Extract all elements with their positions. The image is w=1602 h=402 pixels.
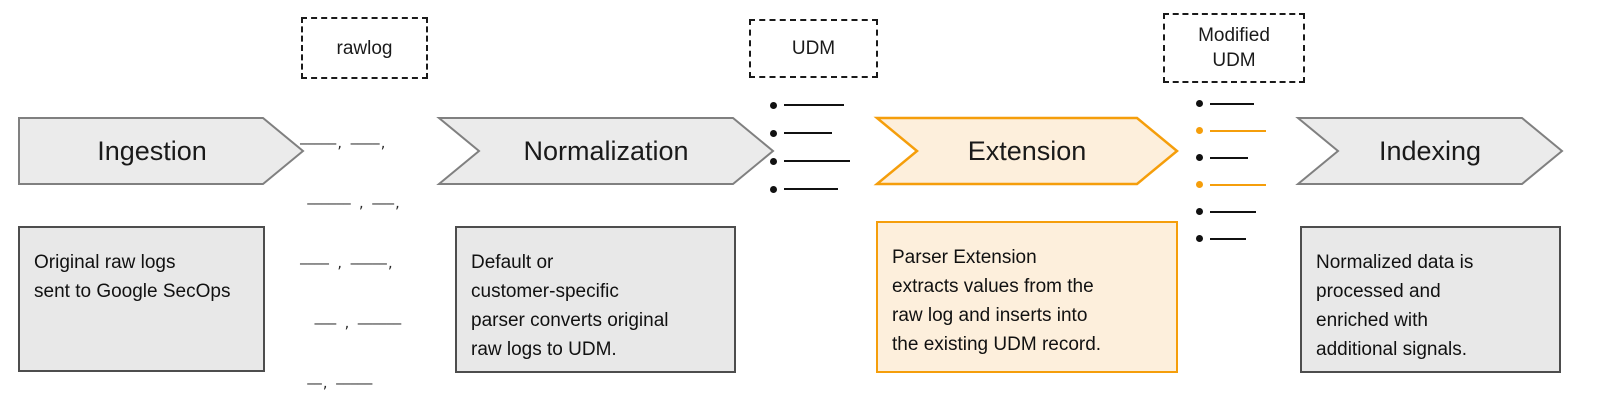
udm-field-row bbox=[770, 175, 850, 203]
modified-udm-field-row bbox=[1196, 225, 1266, 252]
udm-field-row bbox=[770, 147, 850, 175]
description-box-normalization: Default or customer-specific parser conv… bbox=[455, 226, 736, 373]
bullet-line bbox=[1210, 210, 1256, 213]
stage-label-normalization: Normalization bbox=[523, 136, 688, 166]
rawlog-lines: ─────, ────, ────── , ───, ──── , ─────,… bbox=[300, 94, 401, 402]
bullet-dot bbox=[770, 157, 777, 165]
modified-udm-field-list bbox=[1196, 90, 1266, 252]
bullet-dot bbox=[1196, 154, 1203, 161]
udm-field-list bbox=[770, 91, 850, 203]
artifact-label-modified-udm: Modified UDM bbox=[1198, 25, 1270, 71]
artifact-box-modified-udm: Modified UDM bbox=[1163, 13, 1305, 83]
stage-arrow-normalization: Normalization bbox=[436, 117, 775, 185]
bullet-dot bbox=[1196, 127, 1203, 134]
description-box-indexing: Normalized data is processed and enriche… bbox=[1300, 226, 1561, 373]
modified-udm-field-row bbox=[1196, 198, 1266, 225]
stage-arrow-indexing: Indexing bbox=[1295, 117, 1564, 185]
udm-field-row bbox=[770, 91, 850, 119]
udm-field-row bbox=[770, 119, 850, 147]
bullet-line bbox=[1210, 183, 1266, 186]
rawlog-line: ─────, ────, bbox=[300, 137, 387, 151]
artifact-box-rawlog: rawlog bbox=[301, 17, 428, 79]
modified-udm-field-row bbox=[1196, 90, 1266, 117]
stage-label-ingestion: Ingestion bbox=[97, 136, 207, 166]
modified-udm-field-row bbox=[1196, 144, 1266, 171]
stage-arrow-ingestion: Ingestion bbox=[18, 117, 305, 185]
stage-label-indexing: Indexing bbox=[1379, 136, 1481, 166]
normalization-arrow-shape bbox=[436, 117, 775, 185]
bullet-line bbox=[784, 132, 832, 134]
bullet-line bbox=[1210, 156, 1248, 159]
bullet-line bbox=[1210, 129, 1266, 132]
bullet-dot bbox=[770, 129, 777, 137]
modified-udm-field-row bbox=[1196, 171, 1266, 198]
bullet-dot bbox=[770, 185, 777, 193]
stage-label-extension: Extension bbox=[968, 136, 1087, 166]
extension-arrow-shape bbox=[873, 116, 1179, 186]
artifact-label-udm: UDM bbox=[791, 38, 836, 59]
indexing-arrow-shape bbox=[1295, 117, 1564, 185]
rawlog-line: ────── , ───, bbox=[300, 197, 402, 211]
rawlog-line: ──, ───── bbox=[300, 377, 373, 391]
description-box-extension: Parser Extension extracts values from th… bbox=[876, 221, 1178, 373]
artifact-label-rawlog: rawlog bbox=[336, 37, 393, 59]
bullet-line bbox=[784, 188, 838, 190]
bullet-dot bbox=[1196, 100, 1203, 107]
bullet-line bbox=[784, 160, 850, 162]
bullet-dot bbox=[1196, 208, 1203, 215]
rawlog-line: ──── , ─────, bbox=[300, 257, 394, 271]
bullet-line bbox=[1210, 237, 1246, 240]
rawlog-line: ─── , ────── bbox=[300, 317, 402, 331]
modified-udm-field-row bbox=[1196, 117, 1266, 144]
stage-arrow-extension: Extension bbox=[873, 116, 1179, 186]
bullet-dot bbox=[1196, 181, 1203, 188]
artifact-box-udm: UDM bbox=[749, 19, 878, 78]
ingestion-arrow-shape bbox=[18, 117, 305, 185]
bullet-dot bbox=[1196, 235, 1203, 242]
description-box-ingestion: Original raw logs sent to Google SecOps bbox=[18, 226, 265, 372]
bullet-line bbox=[1210, 102, 1254, 105]
bullet-line bbox=[784, 104, 844, 106]
bullet-dot bbox=[770, 101, 777, 109]
